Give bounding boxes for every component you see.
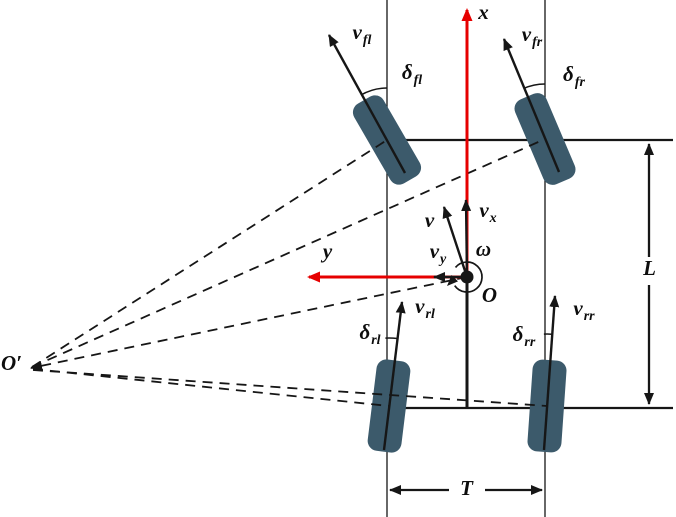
icr-line-rear-left (32, 368, 390, 407)
label-omega: ω (475, 237, 492, 261)
label-v-fr: vfr (521, 22, 543, 50)
v-arrow (442, 206, 469, 278)
omega-arc (454, 261, 483, 293)
label-delta-fl: δfl (401, 60, 423, 88)
v-rl-arrow (382, 301, 406, 451)
icr-line-origin (30, 276, 468, 371)
label-y-axis: y (322, 239, 333, 263)
label-v-x: vx (479, 198, 497, 226)
label-origin: O (481, 283, 498, 307)
label-icr: O′ (0, 351, 23, 375)
delta-fr-arc (523, 83, 546, 90)
label-track-T: T (460, 476, 473, 500)
label-v-rl: vrl (415, 294, 435, 322)
label-delta-rl: δrl (359, 320, 381, 348)
omega-arc-arrowhead (447, 275, 458, 286)
v-x-arrow (461, 199, 472, 278)
v-fl-arrow (327, 34, 407, 174)
label-delta-fr: δfr (563, 62, 585, 90)
icr-line-front-left (31, 139, 388, 368)
label-v-fl: vfl (352, 20, 372, 48)
label-v-rr: vrr (573, 296, 595, 324)
icr-line-rear-right (32, 369, 548, 407)
label-delta-rr: δrr (512, 322, 536, 350)
label-v-y: vy (429, 239, 447, 267)
delta-fl-arc (360, 87, 388, 96)
origin-dot (460, 270, 474, 284)
label-x-axis: x (478, 0, 489, 24)
icr-line-front-right (31, 138, 546, 368)
v-fr-arrow (502, 38, 561, 173)
label-wheelbase-L: L (643, 256, 656, 280)
label-v: v (424, 208, 435, 232)
v-rr-arrow (542, 295, 560, 451)
